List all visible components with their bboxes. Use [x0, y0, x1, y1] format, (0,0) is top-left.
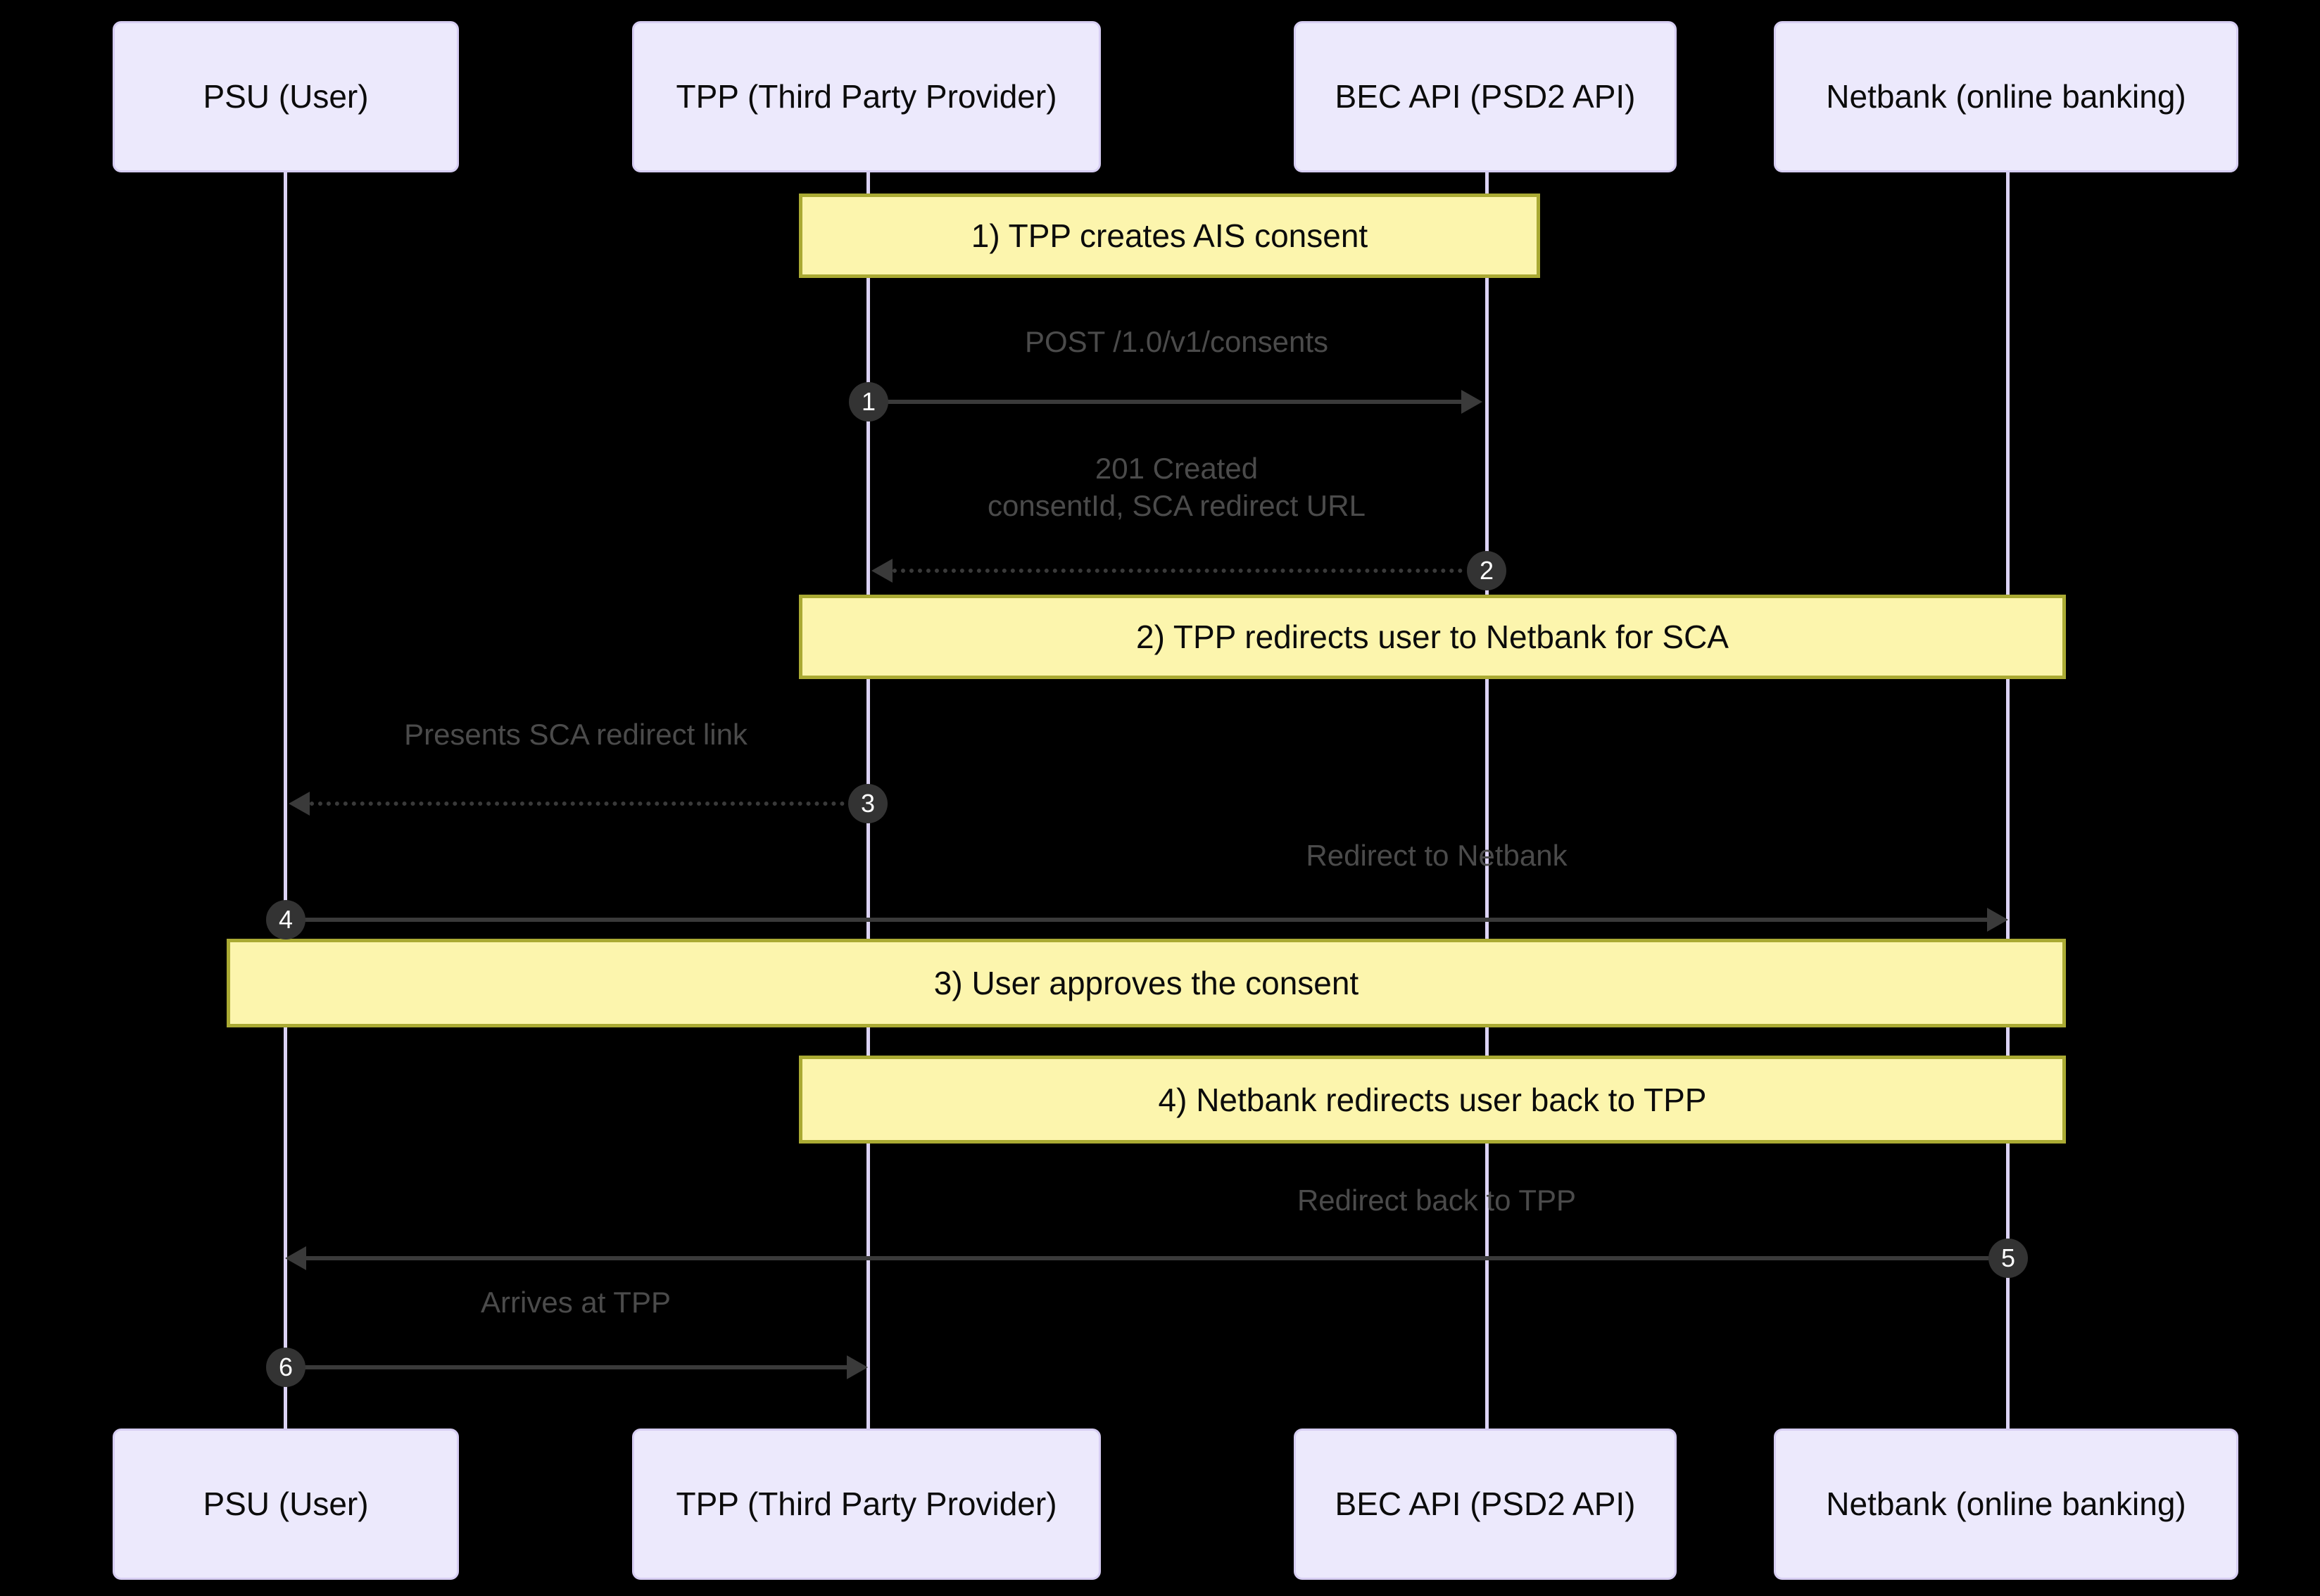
message-line-4: [285, 918, 1987, 922]
participant-box-tpp-top[interactable]: TPP (Third Party Provider): [632, 21, 1101, 172]
note-user-approves-consent: 3) User approves the consent: [227, 939, 2066, 1027]
message-label-3: Presents SCA redirect link: [404, 718, 748, 751]
message-label-1: POST /1.0/v1/consents: [1024, 325, 1329, 358]
message-seqnum-6: 6: [266, 1348, 305, 1387]
participant-box-netbank-top[interactable]: Netbank (online banking): [1774, 21, 2238, 172]
message-arrowhead-2: [871, 559, 893, 583]
message-seqnum-2: 2: [1467, 551, 1506, 590]
message-label-2: 201 Created consentId, SCA redirect URL: [988, 452, 1366, 522]
lifeline-netbank: [2006, 172, 2010, 1429]
message-label-6: Arrives at TPP: [481, 1286, 671, 1319]
message-seqnum-4: 4: [266, 900, 305, 939]
message-arrowhead-3: [289, 792, 310, 816]
note-tpp-creates-ais-consent: 1) TPP creates AIS consent: [799, 194, 1540, 278]
message-seqnum-3: 3: [848, 784, 888, 823]
message-arrowhead-1: [1461, 390, 1482, 414]
message-line-6: [285, 1365, 847, 1369]
lifeline-bec: [1485, 172, 1489, 1429]
message-seqnum-1: 1: [849, 382, 888, 422]
message-line-2: [893, 569, 1463, 573]
participant-box-psu-bottom[interactable]: PSU (User): [113, 1429, 459, 1580]
participant-box-bec-bottom[interactable]: BEC API (PSD2 API): [1294, 1429, 1677, 1580]
note-netbank-redirects-user-back: 4) Netbank redirects user back to TPP: [799, 1056, 2066, 1144]
message-line-5: [306, 1256, 1988, 1260]
message-label-5: Redirect back to TPP: [1297, 1184, 1577, 1217]
participant-box-psu-top[interactable]: PSU (User): [113, 21, 459, 172]
lifeline-psu: [284, 172, 287, 1429]
note-tpp-redirects-user-to-netbank: 2) TPP redirects user to Netbank for SCA: [799, 595, 2066, 679]
participant-box-tpp-bottom[interactable]: TPP (Third Party Provider): [632, 1429, 1101, 1580]
message-label-4: Redirect to Netbank: [1306, 839, 1568, 872]
message-arrowhead-6: [847, 1355, 868, 1379]
message-arrowhead-5: [285, 1246, 306, 1270]
message-line-1: [868, 400, 1461, 404]
message-seqnum-5: 5: [1988, 1239, 2028, 1278]
message-line-3: [310, 802, 845, 806]
participant-box-netbank-bottom[interactable]: Netbank (online banking): [1774, 1429, 2238, 1580]
message-arrowhead-4: [1987, 908, 2008, 932]
participant-box-bec-top[interactable]: BEC API (PSD2 API): [1294, 21, 1677, 172]
